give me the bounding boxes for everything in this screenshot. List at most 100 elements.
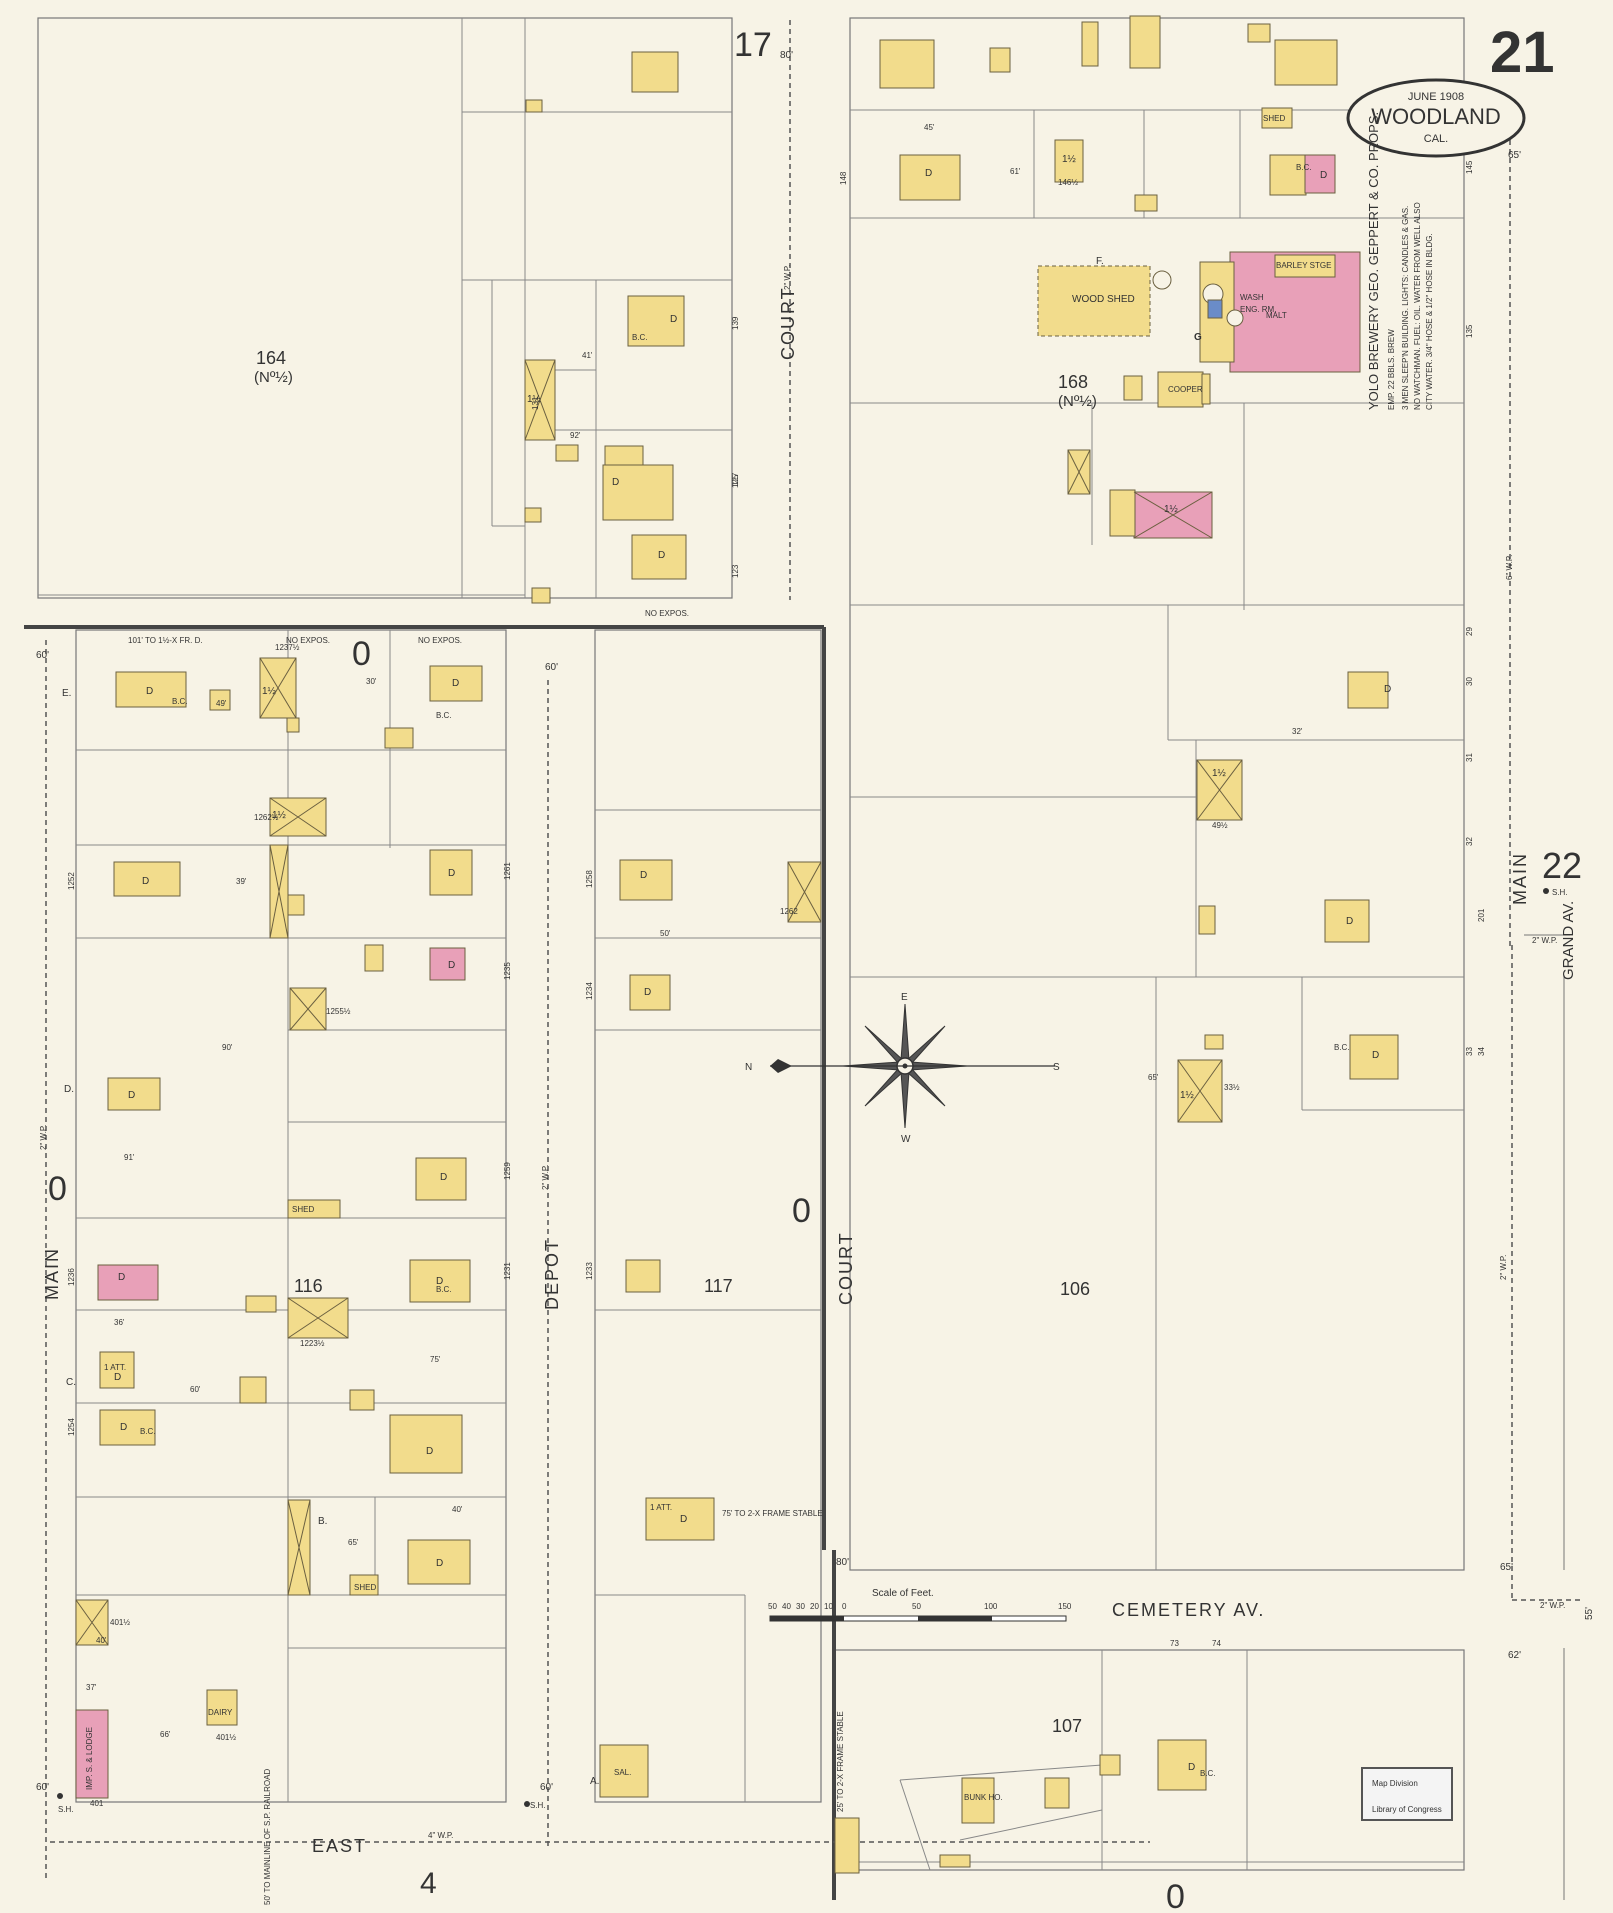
bay-window-label: B.C. (172, 697, 188, 706)
grand-av-lines (1524, 934, 1570, 1900)
barley-storage (1274, 254, 1336, 278)
brewery-line: EMP. 22 BBLS. BREW (1387, 329, 1396, 410)
address: 31 (1465, 753, 1474, 762)
pipe-label: 4" W.P. (428, 1831, 453, 1840)
story-label: 1½ (1062, 154, 1077, 165)
street-court-lower: COURT (836, 1231, 856, 1305)
outbuilding (1054, 139, 1084, 183)
address: 1258 (585, 870, 594, 888)
pipe-label: 2" W.P. (783, 265, 792, 290)
dwelling-label: D (925, 168, 932, 179)
address: 1235 (503, 962, 512, 980)
scale-tick: 50 (912, 1602, 921, 1611)
outbuilding (384, 727, 414, 749)
scale-tick: 50 (768, 1602, 777, 1611)
bay-window-label: B.C. (1334, 1043, 1350, 1052)
street-width: 60' (36, 1782, 49, 1793)
address: 32 (1465, 837, 1474, 846)
brewery-line: CITY WATER. 3/4" HOSE & 1/2" HOSE IN BLD… (1425, 233, 1434, 410)
bay-window-label: B.C. (436, 711, 452, 720)
shed-label: SHED (292, 1205, 314, 1214)
shed-label: SHED (1263, 114, 1285, 123)
hydrant-label: S.H. (1552, 888, 1568, 897)
dwelling (99, 1351, 135, 1389)
brewery-label: BARLEY STGE (1276, 261, 1331, 270)
zero-mark: 0 (792, 1192, 811, 1230)
address: 139 (731, 316, 740, 330)
street-width: 60' (545, 662, 558, 673)
brewery-label: WOOD SHED (1072, 294, 1135, 305)
lot-letter: E. (62, 688, 71, 699)
address: 73 (1170, 1639, 1179, 1648)
dimension: 92' (570, 431, 581, 440)
dwelling (99, 1409, 156, 1446)
block-number: 107 (1052, 1716, 1082, 1736)
hydrant-label: S.H. (530, 1801, 546, 1810)
bay-window-label: B.C. (140, 1427, 156, 1436)
dwelling (389, 1414, 463, 1474)
dwelling (627, 295, 685, 347)
dwelling-brick (97, 1264, 159, 1301)
compass-e: E (901, 992, 908, 1003)
outbuilding (286, 717, 300, 733)
stable-note: 75' TO 2-X FRAME STABLE (722, 1509, 823, 1518)
lot-letter: A. (590, 1776, 599, 1787)
stable-note: 25' TO 2-X FRAME STABLE (836, 1711, 845, 1812)
bay-window-label: B.C. (436, 1285, 452, 1294)
pipe-label: 2" W.P. (541, 1165, 550, 1190)
outbuilding (531, 587, 551, 604)
street-grand: GRAND AV. (1560, 901, 1577, 980)
attic-label: 1 ATT. (650, 1503, 672, 1512)
shed (349, 1574, 379, 1596)
outbuilding (1198, 905, 1216, 935)
address: 123 (731, 564, 740, 578)
attic-label: 1 ATT. (104, 1363, 126, 1372)
exposure-note: 101' TO 1½-X FR. D. (128, 636, 203, 645)
address: 125 (731, 474, 740, 488)
dwelling (1349, 1034, 1399, 1080)
lot-letter: B. (318, 1516, 327, 1527)
exposure-note: NO EXPOS. (418, 636, 462, 645)
sheet-date: JUNE 1908 (1408, 91, 1464, 103)
library-stamp: Map Division Library of Congress (1361, 1767, 1453, 1821)
pipe-label: 2" W.P. (1499, 1255, 1508, 1280)
compass-w: W (901, 1134, 911, 1145)
dwelling (879, 39, 935, 89)
outbuilding (524, 507, 542, 523)
dwelling-label: D (670, 314, 677, 325)
dimension: 40' (452, 1505, 463, 1514)
outbuilding (287, 894, 305, 916)
street-width: 80' (780, 50, 793, 61)
outbuilding (1201, 373, 1211, 405)
dwelling-label: D (118, 1272, 125, 1283)
dwelling (1157, 1739, 1207, 1791)
dimension: 90' (222, 1043, 233, 1052)
city-name: WOODLAND (1371, 104, 1501, 129)
brewery-line: NO WATCHMAN. FUEL: OIL. WATER FROM WELL … (1413, 202, 1422, 410)
dimension: 41' (582, 351, 593, 360)
bay-window-label: B.C. (632, 333, 648, 342)
pipe-label: 2" W.P. (39, 1125, 48, 1150)
dwelling-label: D (1372, 1050, 1379, 1061)
address: 1237½ (275, 643, 300, 652)
compass-s: S (1053, 1062, 1060, 1073)
story-label: 1½ (527, 394, 542, 405)
dwelling (631, 51, 679, 93)
outbuilding (1099, 1754, 1121, 1776)
outbuilding (1247, 23, 1271, 43)
outbuilding (555, 444, 579, 462)
street-width: 62' (1508, 1650, 1521, 1661)
street-depot: DEPOT (542, 1238, 562, 1310)
dimensions: 40' 45' 61' 65' 30' 92' 41' 39' 50' 32' … (86, 123, 1303, 1739)
address: 74 (1212, 1639, 1221, 1648)
scale-bar: Scale of Feet. 50 40 30 20 10 0 50 100 1… (768, 1588, 1072, 1622)
brewery-label: WASH (1240, 293, 1264, 302)
address: 148 (839, 171, 848, 185)
sheet-header: 21 JUNE 1908 WOODLAND CAL. 17 22 (734, 20, 1582, 886)
story-label: 1½ (262, 686, 277, 697)
outbuilding (245, 1295, 277, 1313)
dimension: 50' (660, 929, 671, 938)
block-subnumber: (Nº½) (1058, 393, 1097, 410)
hydrant-label: S.H. (58, 1805, 74, 1814)
